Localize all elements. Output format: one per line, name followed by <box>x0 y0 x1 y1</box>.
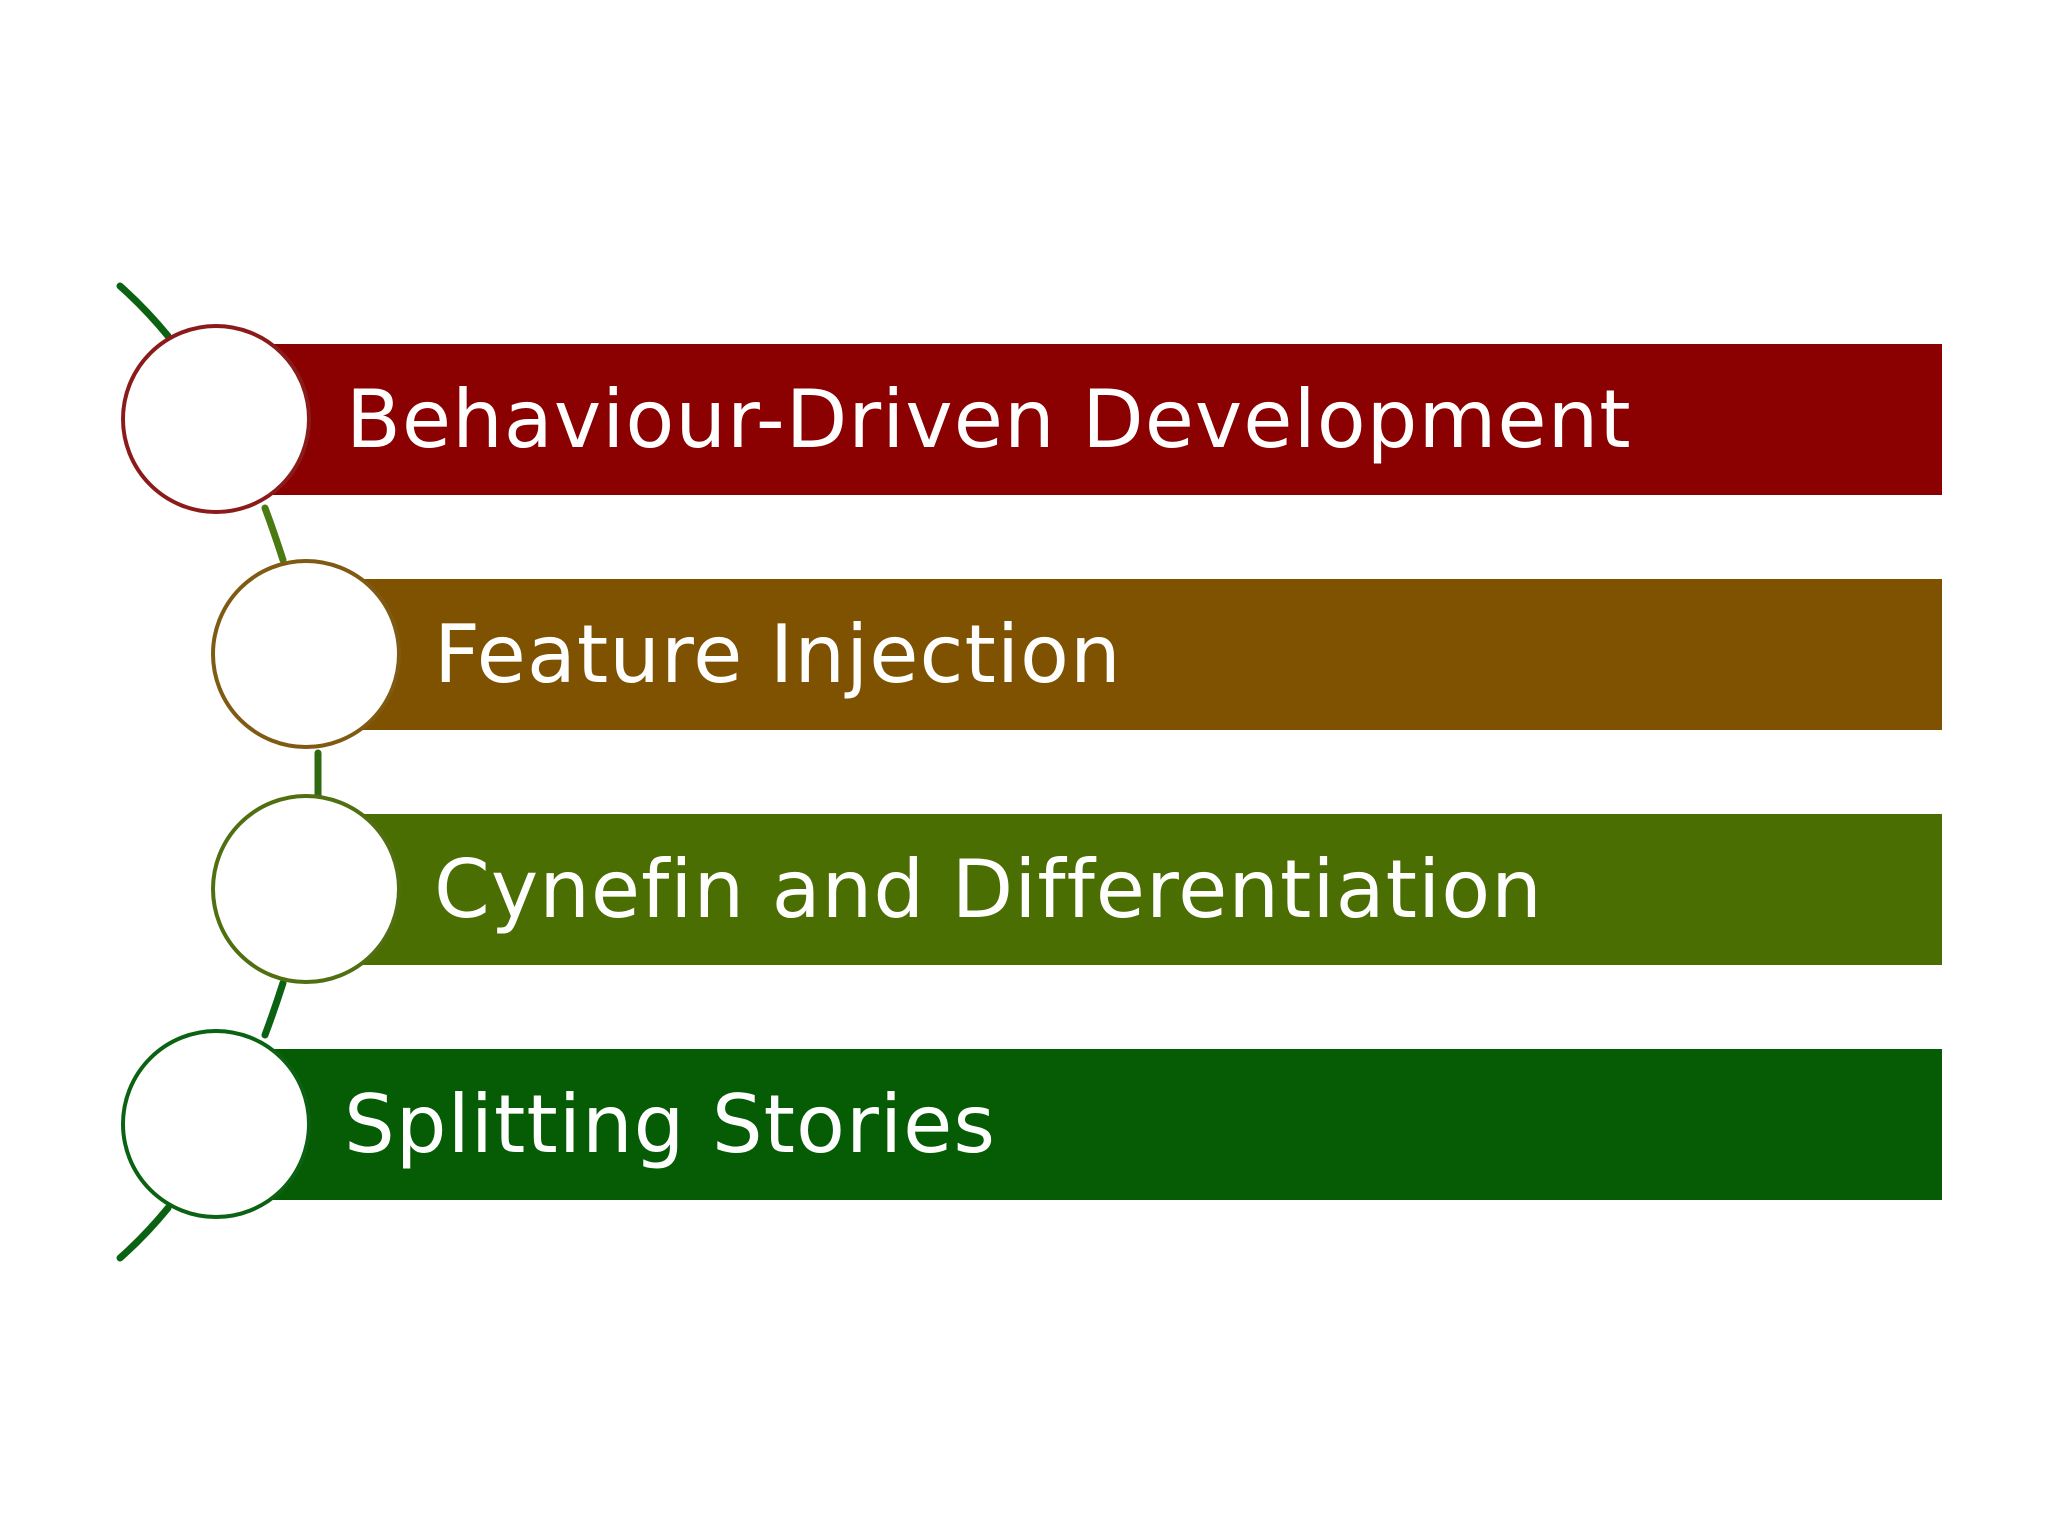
step-label: Cynefin and Differentiation <box>434 843 1543 936</box>
step-bar-splitting-stories: Splitting Stories <box>270 1049 1942 1200</box>
step-label: Behaviour-Driven Development <box>346 373 1632 466</box>
step-bar-cynefin-and-differentiation: Cynefin and Differentiation <box>360 814 1942 965</box>
connector-3-4 <box>261 979 287 1039</box>
step-label: Splitting Stories <box>344 1078 996 1171</box>
connector-1-2 <box>261 504 287 564</box>
step-bar-feature-injection: Feature Injection <box>360 579 1942 730</box>
step-circle-1 <box>121 324 311 514</box>
connector-top-tail <box>116 282 172 340</box>
step-bar-behaviour-driven-development: Behaviour-Driven Development <box>270 344 1942 495</box>
step-label: Feature Injection <box>434 608 1122 701</box>
step-circle-4 <box>121 1029 311 1219</box>
step-circle-2 <box>211 559 401 749</box>
step-circle-3 <box>211 794 401 984</box>
connector-bottom-tail <box>116 1204 172 1262</box>
